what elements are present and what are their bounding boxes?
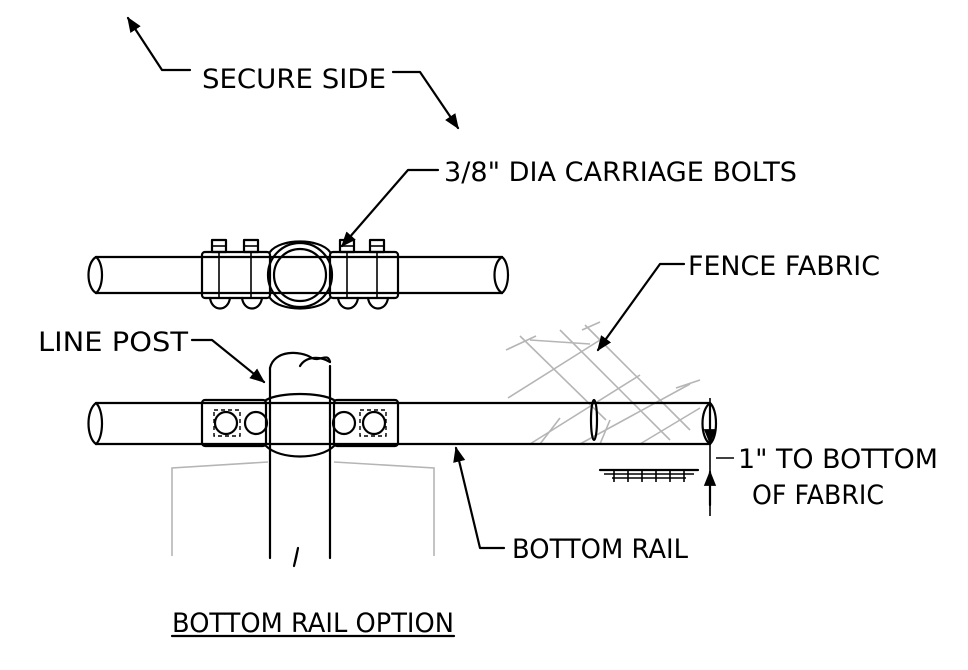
bottom-rail-label: BOTTOM RAIL: [512, 534, 688, 565]
fence-fabric-leader: [596, 262, 686, 352]
bottom-rail-leader: [453, 446, 506, 550]
secure-side-leader: [126, 16, 460, 130]
secure-side-label: SECURE SIDE: [202, 64, 386, 95]
ground-line: [598, 468, 700, 482]
rail-plan-view: [87, 238, 510, 310]
background-structure: [171, 461, 435, 556]
fence-fabric-label: FENCE FABRIC: [688, 251, 880, 282]
drawing-title: BOTTOM RAIL OPTION: [172, 608, 454, 639]
carriage-bolt-leader: [340, 168, 440, 248]
line-post-label: LINE POST: [38, 327, 189, 358]
line-post: [268, 351, 332, 568]
bottom-rail: [87, 398, 718, 446]
to-bottom-label-line1: 1" TO BOTTOM: [738, 444, 938, 475]
fence-fabric: [505, 321, 701, 445]
rail-clamp: [200, 392, 400, 458]
carriage-bolts-label: 3/8" DIA CARRIAGE BOLTS: [444, 157, 797, 188]
line-post-leader: [190, 338, 266, 384]
to-bottom-label-line2: OF FABRIC: [752, 480, 884, 511]
dimension-1-inch: [703, 398, 734, 516]
carriage-bolt-icons: [208, 238, 390, 310]
